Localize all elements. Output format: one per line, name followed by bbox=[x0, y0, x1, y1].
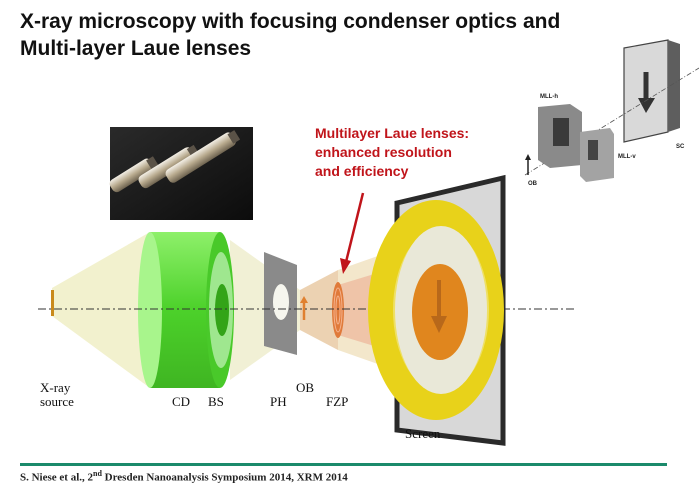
beam-stop-bs bbox=[215, 284, 229, 336]
label-source: source bbox=[40, 394, 74, 409]
illumination-beam bbox=[52, 232, 150, 388]
mll-inset bbox=[524, 39, 699, 182]
objective-beam bbox=[300, 270, 338, 350]
label-fzp: FZP bbox=[326, 394, 348, 409]
footer-superscript: nd bbox=[93, 469, 102, 478]
inset-label-sc: SC bbox=[676, 144, 685, 150]
footer-text-end: Dresden Nanoanalysis Symposium 2014, XRM… bbox=[101, 471, 348, 484]
label-bs: BS bbox=[208, 394, 224, 409]
detector-screen bbox=[368, 174, 506, 446]
callout-arrow bbox=[344, 192, 365, 263]
footer-citation: S. Niese et al., 2nd Dresden Nanoanalysi… bbox=[20, 469, 348, 484]
slide-title: X-ray microscopy with focusing condenser… bbox=[20, 8, 660, 62]
footer-divider bbox=[20, 463, 667, 466]
zone-plate-fzp bbox=[332, 282, 344, 338]
inset-label-mll-h: MLL-h bbox=[540, 94, 558, 100]
label-xray: X-ray bbox=[40, 380, 71, 395]
condenser-cd bbox=[138, 232, 234, 388]
inset-label-ob: OB bbox=[528, 181, 538, 187]
callout-line-1: Multilayer Laue lenses: bbox=[315, 125, 469, 141]
object-arrow bbox=[300, 296, 308, 320]
callout-line-2: enhanced resolution bbox=[315, 144, 452, 160]
label-cd: CD bbox=[172, 394, 190, 409]
mll-photo bbox=[109, 127, 253, 220]
label-ph: PH bbox=[270, 394, 287, 409]
callout-line-3: and efficiency bbox=[315, 163, 409, 179]
pinhole-ph bbox=[264, 252, 297, 355]
title-line-1: X-ray microscopy with focusing condenser… bbox=[20, 10, 561, 33]
label-ob: OB bbox=[296, 380, 314, 395]
footer-text-start: S. Niese et al., 2 bbox=[20, 471, 94, 484]
title-line-2: Multi-layer Laue lenses bbox=[20, 37, 252, 60]
xray-source bbox=[51, 290, 54, 316]
inset-label-mll-v: MLL-v bbox=[618, 154, 636, 160]
label-screen: Screen bbox=[405, 426, 441, 441]
